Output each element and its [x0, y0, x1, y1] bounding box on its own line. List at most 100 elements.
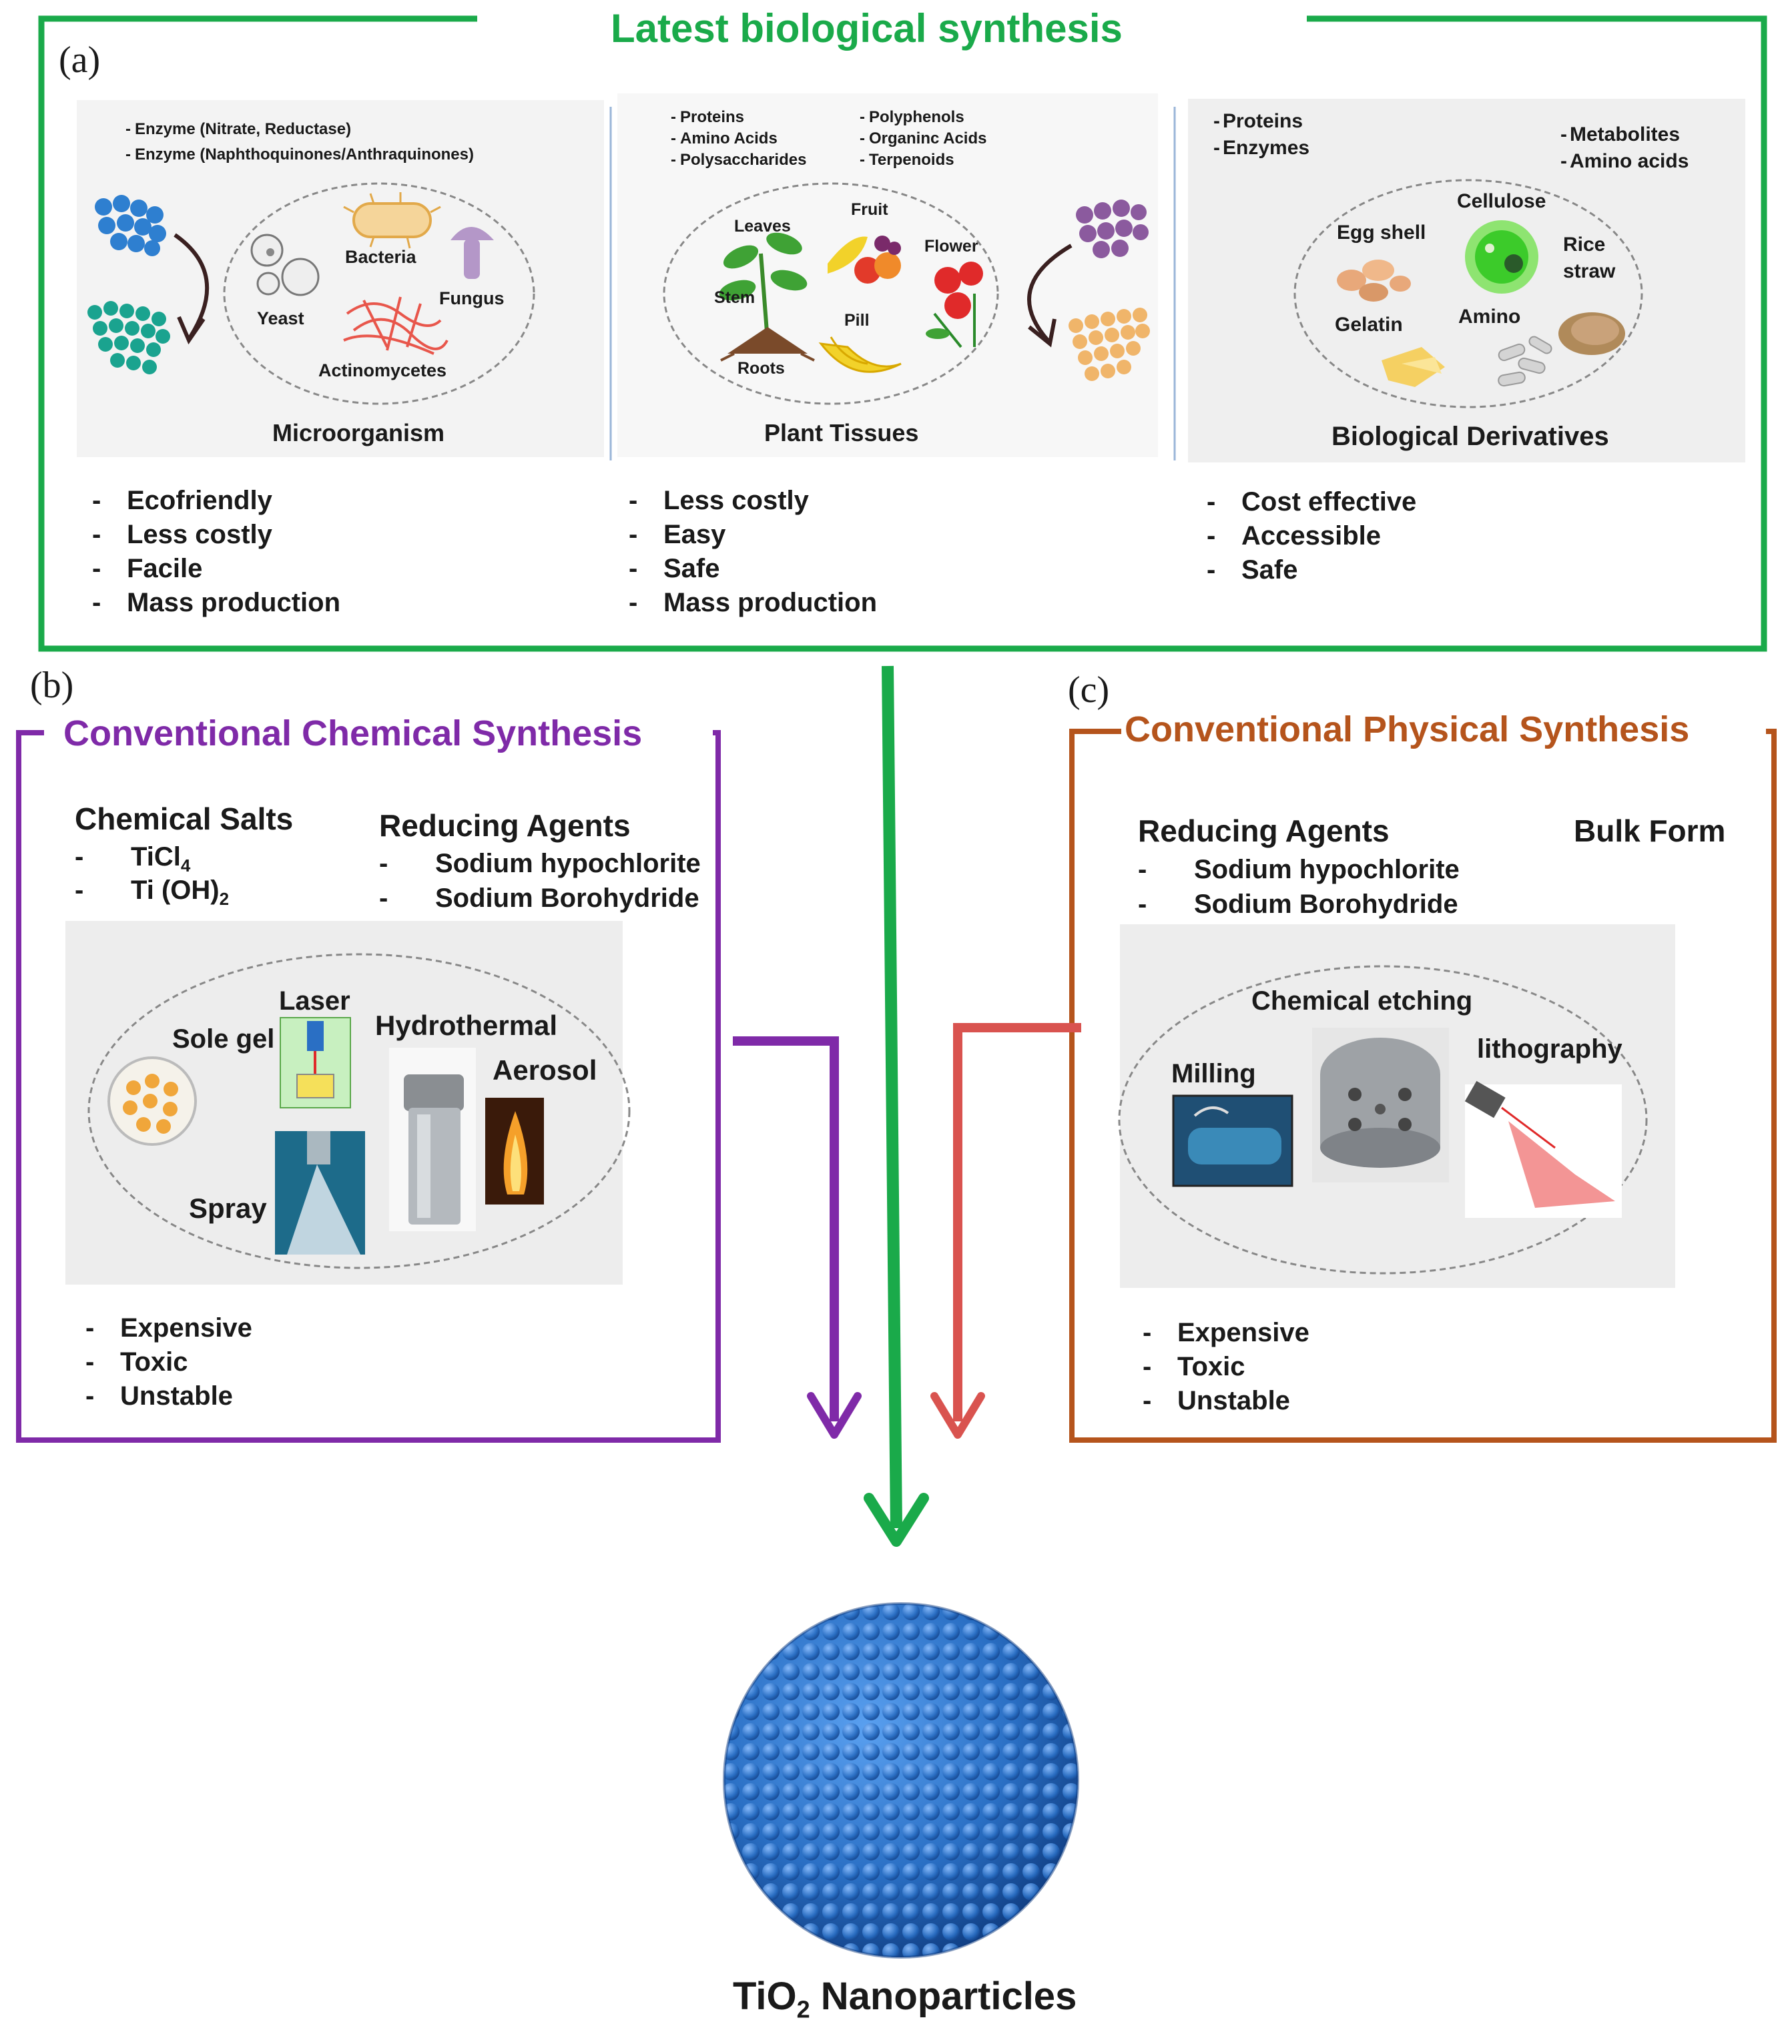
chemical-salt-item: -Ti (OH)2 — [75, 876, 230, 909]
chemical-disadvantages: Expensive Toxic Unstable — [85, 1311, 252, 1413]
actinomycetes-label: Actinomycetes — [318, 360, 447, 380]
compound-item: Amino acids — [1560, 148, 1689, 175]
cellulose-label: Cellulose — [1457, 190, 1546, 212]
advantage-item: Ecofriendly — [92, 484, 340, 518]
plant-curved-arrow — [1027, 244, 1073, 342]
disadvantage-item: Expensive — [85, 1311, 252, 1345]
fungus-icon — [451, 227, 494, 279]
result-tail: Nanoparticles — [810, 1975, 1077, 2018]
pill-label: Pill — [844, 311, 870, 330]
cellulose-icon — [1465, 220, 1538, 294]
hydrothermal-icon — [389, 1048, 476, 1231]
milling-icon — [1172, 1094, 1293, 1187]
micro-advantages: Ecofriendly Less costly Facile Mass prod… — [92, 484, 340, 620]
micro-enzyme-list: Enzyme (Nitrate, Reductase) Enzyme (Naph… — [125, 117, 474, 167]
disadvantage-item: Unstable — [1143, 1384, 1309, 1418]
chemical-panel-letter: (b) — [30, 665, 74, 706]
bacteria-icon — [343, 192, 441, 249]
micro-enzyme-item: Enzyme (Naphthoquinones/Anthraquinones) — [125, 142, 474, 167]
egg-shell-label: Egg shell — [1337, 222, 1426, 244]
reducing-item: Sodium hypochlorite — [1138, 852, 1460, 887]
advantage-item: Less costly — [629, 484, 877, 518]
disadvantage-item: Toxic — [1143, 1350, 1309, 1384]
yeast-label: Yeast — [257, 308, 304, 328]
yeast-icon — [250, 234, 320, 296]
micro-particles-top — [95, 195, 166, 256]
flower-icon — [926, 262, 983, 348]
advantage-item: Mass production — [629, 586, 877, 620]
compound-item: Enzymes — [1213, 135, 1309, 161]
straw-label: straw — [1563, 260, 1616, 282]
bacteria-label: Bacteria — [345, 247, 416, 267]
rice-label: Rice — [1563, 234, 1606, 256]
aerosol-label: Aerosol — [493, 1054, 597, 1086]
plant-advantages: Less costly Easy Safe Mass production — [629, 484, 877, 620]
micro-curved-arrow — [174, 233, 210, 338]
plant-particles-bottom — [1069, 308, 1150, 381]
advantage-item: Cost effective — [1207, 485, 1416, 519]
advantage-item: Safe — [629, 552, 877, 586]
derivatives-compounds-left: Proteins Enzymes — [1213, 108, 1309, 161]
physical-frame — [1069, 729, 1777, 1443]
bio-panel-letter: (a) — [59, 39, 101, 81]
laser-label: Laser — [279, 986, 350, 1016]
fungus-label: Fungus — [439, 288, 505, 308]
tio2-nanoparticle-sphere — [723, 1602, 1079, 1959]
flower-label: Flower — [924, 237, 978, 256]
roots-icon — [720, 327, 815, 362]
advantage-item: Facile — [92, 552, 340, 586]
chemical-etching-label: Chemical etching — [1251, 986, 1473, 1016]
compound-item: Polyphenols — [860, 107, 986, 128]
compound-item: Organinc Acids — [860, 128, 986, 149]
rice-straw-icon — [1558, 312, 1625, 355]
chemical-title: Conventional Chemical Synthesis — [63, 713, 643, 753]
chemical-salts-heading: Chemical Salts — [75, 801, 294, 836]
advantage-item: Easy — [629, 518, 877, 552]
fruit-label: Fruit — [851, 200, 888, 219]
disadvantage-item: Unstable — [85, 1379, 252, 1413]
advantage-item: Mass production — [92, 586, 340, 620]
plant-compounds-left: Proteins Amino Acids Polysaccharides — [671, 107, 806, 171]
disadvantage-item: Expensive — [1143, 1316, 1309, 1350]
derivatives-compounds-right: Metabolites Amino acids — [1560, 121, 1689, 175]
micro-curved-arrow-head — [177, 316, 206, 345]
physical-disadvantages: Expensive Toxic Unstable — [1143, 1316, 1309, 1418]
leaves-label: Leaves — [734, 217, 791, 236]
purple-arrow-head — [807, 1392, 862, 1439]
derivatives-advantages: Cost effective Accessible Safe — [1207, 485, 1416, 587]
plant-ellipse — [663, 182, 999, 405]
salt-formula: Ti (OH) — [131, 876, 220, 905]
physical-ellipse — [1118, 965, 1648, 1275]
reducing-item: Sodium Borohydride — [379, 881, 701, 916]
physical-reducing-list: Sodium hypochlorite Sodium Borohydride — [1138, 852, 1460, 922]
red-arrow-shaft — [953, 1023, 1081, 1421]
physical-bulk-heading: Bulk Form — [1574, 813, 1726, 848]
result-label: TiO2 Nanoparticles — [733, 1974, 1077, 2024]
lithography-icon — [1464, 1080, 1622, 1218]
compound-item: Amino Acids — [671, 128, 806, 149]
plant-compounds-right: Polyphenols Organinc Acids Terpenoids — [860, 107, 986, 171]
amino-capsules-icon — [1498, 336, 1552, 387]
amino-label: Amino — [1458, 306, 1521, 328]
chemical-ellipse — [87, 953, 631, 1269]
green-arrow-shaft — [882, 665, 902, 1529]
compound-item: Terpenoids — [860, 149, 986, 171]
physical-title: Conventional Physical Synthesis — [1125, 709, 1690, 749]
micro-caption: Microorganism — [272, 419, 445, 446]
reducing-item: Sodium Borohydride — [1138, 887, 1460, 922]
hydrothermal-label: Hydrothermal — [375, 1010, 558, 1041]
chemical-frame — [16, 730, 721, 1443]
gelatin-icon — [1382, 347, 1445, 387]
advantage-item: Accessible — [1207, 519, 1416, 553]
laser-icon — [280, 1017, 351, 1108]
physical-reducing-heading: Reducing Agents — [1138, 813, 1390, 848]
green-arrow-head — [864, 1493, 929, 1547]
salt-subscript: 2 — [219, 889, 230, 909]
leaves-icon — [719, 232, 808, 341]
plant-curved-arrow-head — [1028, 318, 1057, 348]
red-arrow-head — [930, 1392, 985, 1439]
egg-shell-icon — [1337, 260, 1411, 302]
result-formula: TiO — [733, 1975, 797, 2018]
chemical-reducing-list: Sodium hypochlorite Sodium Borohydride — [379, 846, 701, 916]
